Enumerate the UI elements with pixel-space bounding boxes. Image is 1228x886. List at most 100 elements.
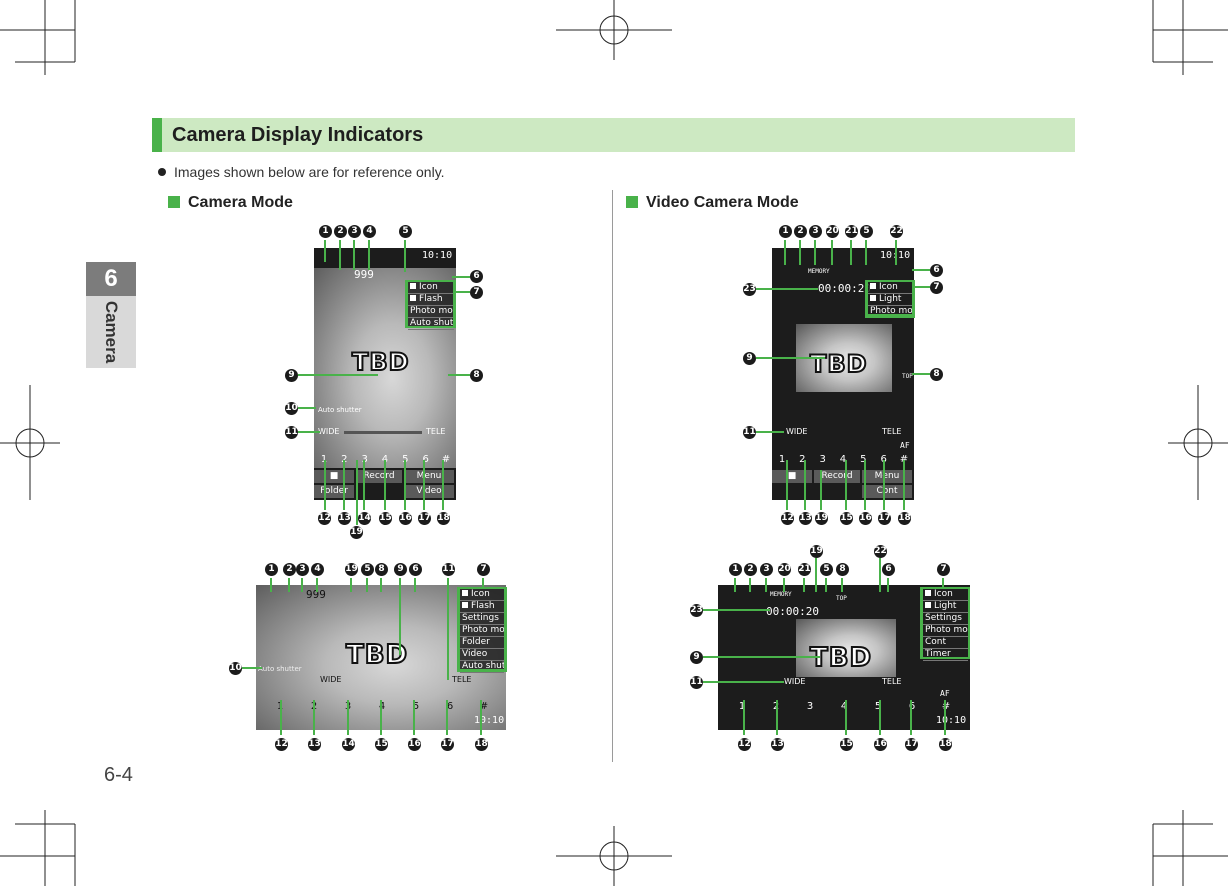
- callout-badge: 1: [779, 225, 792, 238]
- folder-button[interactable]: Folder: [314, 485, 354, 498]
- blank-softkey: [772, 485, 812, 498]
- key-row: 1 2 3 4 5 6 #: [274, 701, 490, 712]
- square-bullet-icon: [168, 196, 180, 208]
- zoom-bar[interactable]: [344, 431, 422, 434]
- menu-item[interactable]: Settings: [460, 613, 504, 625]
- zoom-tele: TELE: [882, 427, 902, 436]
- menu-item[interactable]: Cont: [923, 637, 968, 649]
- key-label: 2: [799, 454, 806, 465]
- callout-badge: 2: [283, 563, 296, 576]
- menu-item[interactable]: Photo mode: [408, 306, 454, 318]
- callout-badge: 4: [311, 563, 324, 576]
- menu-item[interactable]: Timer: [923, 649, 968, 661]
- callout-badge: 6: [470, 270, 483, 283]
- menu-item[interactable]: Auto shutter: [460, 661, 504, 673]
- record-button[interactable]: Record: [356, 470, 402, 483]
- zoom-wide: WIDE: [786, 427, 808, 436]
- callout-badge: 7: [477, 563, 490, 576]
- callout-badge: 12: [275, 738, 288, 751]
- af-label: AF: [940, 689, 950, 698]
- menu-item[interactable]: Icon: [868, 282, 912, 294]
- top-label: TOP: [902, 373, 913, 380]
- bullet-icon: [158, 168, 166, 176]
- square-bullet-icon: [626, 196, 638, 208]
- menu-item[interactable]: Icon: [460, 589, 504, 601]
- menu-item[interactable]: Settings: [923, 613, 968, 625]
- shortcut-menu: Icon Light Settings Photo mode Cont Time…: [921, 587, 970, 661]
- callout-badge: 9: [690, 651, 703, 664]
- callout-badge: 5: [860, 225, 873, 238]
- key-label: 5: [860, 454, 867, 465]
- menu-item[interactable]: Photo mode: [460, 625, 504, 637]
- camera-mode-heading-text: Camera Mode: [188, 194, 293, 211]
- callout-badge: 22: [874, 545, 887, 558]
- softkey-row-2: Folder Video: [314, 485, 454, 498]
- callout-badge: 9: [394, 563, 407, 576]
- callout-badge: 10: [285, 402, 298, 415]
- camera-portrait-screen: 999 10:10 TBD Auto shutter WIDE TELE Ico…: [314, 248, 456, 500]
- chapter-label-tab: Camera: [86, 296, 136, 368]
- callout-badge: 19: [345, 563, 358, 576]
- auto-shutter-label: Auto shutter: [258, 665, 302, 673]
- softkey-row: ■ Record Menu: [314, 470, 454, 483]
- callout-badge: 13: [338, 512, 351, 525]
- key-label: 6: [446, 701, 454, 712]
- menu-item[interactable]: Light: [923, 601, 968, 613]
- menu-item[interactable]: Folder: [460, 637, 504, 649]
- shortcut-menu: Icon Light Photo mode: [866, 280, 914, 318]
- video-portrait-screen: MEMORY 10:10 00:00:20 TBD TOP WIDE TELE …: [772, 248, 914, 500]
- menu-item[interactable]: Photo mode: [923, 625, 968, 637]
- key-label: 2: [341, 454, 348, 465]
- cont-button[interactable]: Cont: [862, 485, 912, 498]
- callout-badge: 21: [845, 225, 858, 238]
- camera-softkey[interactable]: ■: [772, 470, 812, 483]
- menu-item[interactable]: Light: [868, 294, 912, 306]
- key-label: 5: [874, 701, 882, 712]
- key-label: 4: [381, 454, 389, 465]
- record-button[interactable]: Record: [814, 470, 860, 483]
- key-label: 6: [422, 454, 429, 465]
- video-button[interactable]: Video: [404, 485, 454, 498]
- reference-note: Images shown below are for reference onl…: [158, 164, 445, 180]
- callout-badge: 11: [285, 426, 298, 439]
- menu-item[interactable]: Video: [460, 649, 504, 661]
- callout-badge: 5: [820, 563, 833, 576]
- tbd-placeholder: TBD: [809, 642, 873, 674]
- key-label: 4: [378, 701, 386, 712]
- key-label: #: [899, 454, 909, 465]
- section-header-accent: [152, 118, 162, 152]
- zoom-wide: WIDE: [318, 427, 340, 436]
- menu-item[interactable]: Icon: [408, 282, 454, 294]
- menu-button[interactable]: Menu: [862, 470, 912, 483]
- menu-item[interactable]: Auto shutter: [408, 318, 454, 330]
- callout-badge: 19: [810, 545, 823, 558]
- menu-button[interactable]: Menu: [404, 470, 454, 483]
- callout-badge: 18: [437, 512, 450, 525]
- key-label: 3: [819, 454, 826, 465]
- callout-badge: 19: [350, 526, 363, 539]
- tbd-placeholder: TBD: [351, 347, 410, 377]
- tbd-placeholder: TBD: [809, 349, 868, 379]
- section-title: Camera Display Indicators: [172, 124, 424, 146]
- callout-badge: 11: [743, 426, 756, 439]
- key-label: #: [479, 701, 489, 712]
- callout-badge: 14: [358, 512, 371, 525]
- callout-badge: 1: [265, 563, 278, 576]
- callout-badge: 2: [794, 225, 807, 238]
- key-label: 1: [778, 454, 786, 465]
- callout-badge: 17: [418, 512, 431, 525]
- menu-item[interactable]: Icon: [923, 589, 968, 601]
- key-row: 1 2 3 4 5 6 #: [776, 454, 910, 465]
- callout-badge: 1: [319, 225, 332, 238]
- menu-item[interactable]: Flash: [408, 294, 454, 306]
- camera-softkey[interactable]: ■: [314, 470, 354, 483]
- menu-item[interactable]: Flash: [460, 601, 504, 613]
- menu-item[interactable]: Photo mode: [868, 306, 912, 318]
- shortcut-menu: Icon Flash Settings Photo mode Folder Vi…: [458, 587, 506, 673]
- callout-badge: 5: [399, 225, 412, 238]
- key-label: #: [941, 701, 951, 712]
- tbd-placeholder: TBD: [345, 639, 409, 671]
- callout-badge: 17: [905, 738, 918, 751]
- zoom-tele: TELE: [426, 427, 446, 436]
